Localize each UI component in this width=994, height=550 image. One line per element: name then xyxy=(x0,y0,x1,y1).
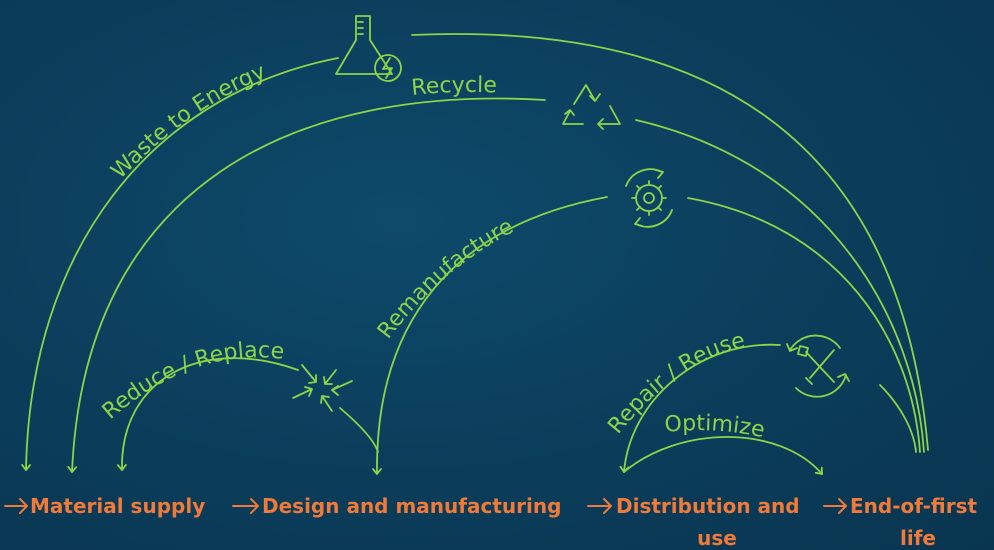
stage-material-supply: Material supply xyxy=(30,494,205,518)
repair-reuse-return-arc xyxy=(879,384,917,453)
remanufacture-return-arc xyxy=(687,197,921,453)
stage-distribution-line2: use xyxy=(697,526,737,550)
waste-to-energy-return-arc xyxy=(411,33,929,451)
optimize-arc xyxy=(623,436,823,475)
reduce-replace-label: Reduce / Replace xyxy=(98,338,286,424)
waste-to-energy-label: Waste to Energy xyxy=(107,60,270,184)
recycle-arc xyxy=(67,97,546,473)
converging-arrows-icon xyxy=(292,364,353,412)
remanufacture-arc xyxy=(372,196,608,475)
waste-to-energy-arc xyxy=(21,57,339,471)
recycle-icon xyxy=(562,84,621,130)
remanufacture-label: Remanufacture xyxy=(373,214,518,344)
flask-energy-icon xyxy=(335,15,402,82)
recycle-label: Recycle xyxy=(410,73,497,101)
stage-arrow-icon xyxy=(232,498,259,514)
tools-cycle-icon xyxy=(786,334,850,398)
stage-arrow-icon xyxy=(823,498,847,514)
stage-design-manufacturing: Design and manufacturing xyxy=(262,494,561,518)
recycle-return-arc xyxy=(635,119,925,453)
stage-end-of-life-line2: life xyxy=(900,526,936,550)
optimize-label: Optimize xyxy=(664,411,767,443)
reduce-replace-arc xyxy=(116,357,299,471)
stage-distribution-line1: Distribution and xyxy=(616,494,800,518)
repair-reuse-arc xyxy=(619,343,781,473)
reduce-replace-return-arc xyxy=(339,407,379,453)
stage-arrow-icon xyxy=(587,498,612,514)
stage-end-of-life-line1: End-of-first xyxy=(850,494,978,518)
gear-cycle-icon xyxy=(625,168,673,228)
stage-arrow-icon xyxy=(4,498,28,514)
